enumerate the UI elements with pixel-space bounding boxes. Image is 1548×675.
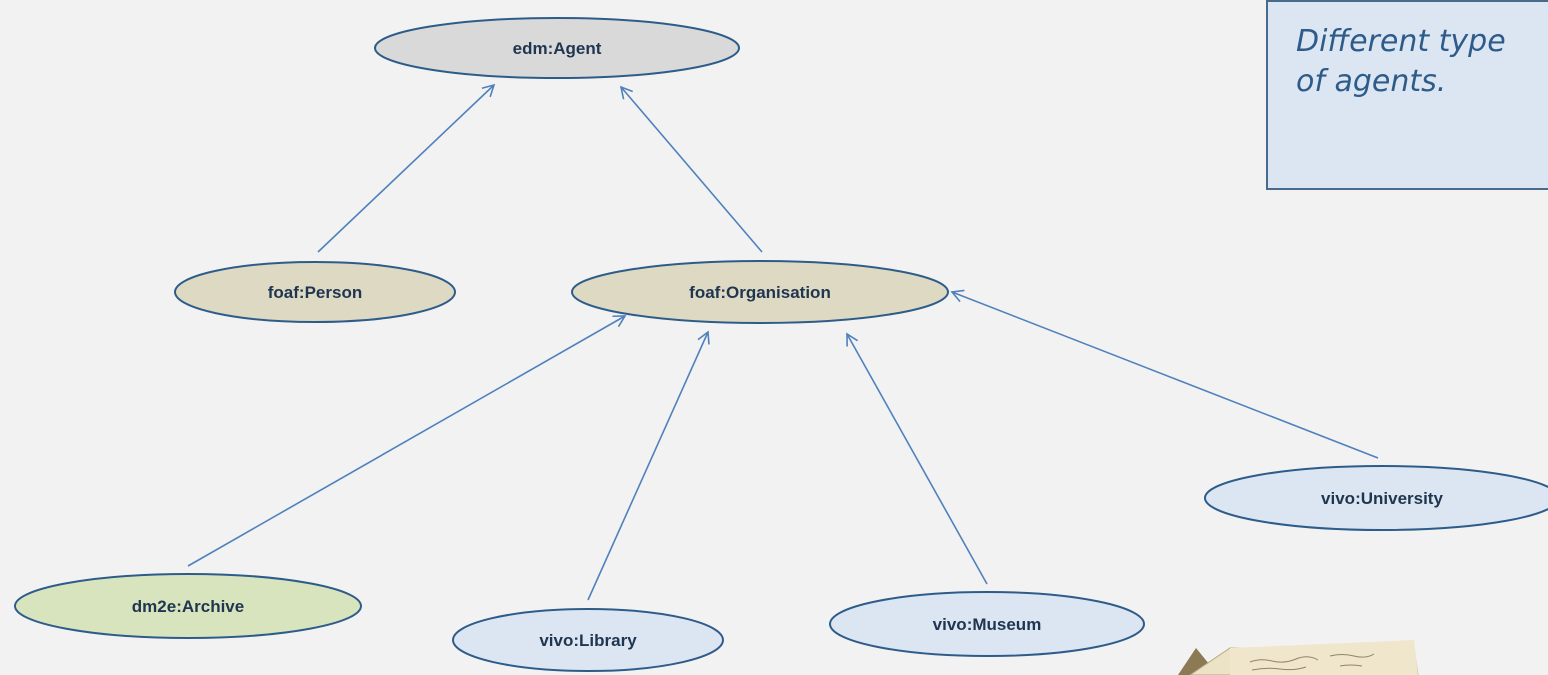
note-box: Different type of agents. <box>1266 0 1548 190</box>
node-label-foaf-organisation: foaf:Organisation <box>689 283 831 302</box>
edge-vivo-museum-to-foaf-organisation <box>846 332 988 585</box>
node-vivo-university: vivo:University <box>1204 465 1548 531</box>
edge-dm2e-archive-to-foaf-organisation <box>187 315 627 567</box>
nodes-layer: edm:Agent foaf:Person foaf:Organisation dm2… <box>14 17 1548 672</box>
node-label-foaf-person: foaf:Person <box>268 283 362 302</box>
note-line-2: of agents. <box>1296 64 1447 99</box>
node-shape-foaf-person <box>174 261 456 323</box>
node-shape-vivo-library <box>452 608 724 672</box>
node-foaf-organisation: foaf:Organisation <box>571 260 949 324</box>
node-shape-foaf-organisation <box>571 260 949 324</box>
node-label-vivo-library: vivo:Library <box>539 631 637 650</box>
edge-foaf-person-to-edm-agent <box>317 83 496 253</box>
node-shape-vivo-museum <box>829 591 1145 657</box>
node-label-vivo-university: vivo:University <box>1321 489 1443 508</box>
edges-layer <box>187 83 1379 601</box>
note-text: Different type of agents. <box>1296 22 1506 102</box>
note-line-1: Different type <box>1296 24 1506 59</box>
edge-vivo-library-to-foaf-organisation <box>587 330 710 601</box>
node-label-vivo-museum: vivo:Museum <box>933 615 1042 634</box>
node-vivo-library: vivo:Library <box>452 608 724 672</box>
node-shape-vivo-university <box>1204 465 1548 531</box>
manuscript-image <box>1178 640 1419 675</box>
node-edm-agent: edm:Agent <box>374 17 740 79</box>
node-shape-dm2e-archive <box>14 573 362 639</box>
node-shape-edm-agent <box>374 17 740 79</box>
edge-foaf-organisation-to-edm-agent <box>619 85 763 253</box>
node-foaf-person: foaf:Person <box>174 261 456 323</box>
edge-vivo-university-to-foaf-organisation <box>950 289 1379 459</box>
node-dm2e-archive: dm2e:Archive <box>14 573 362 639</box>
node-label-edm-agent: edm:Agent <box>513 39 602 58</box>
node-vivo-museum: vivo:Museum <box>829 591 1145 657</box>
node-label-dm2e-archive: dm2e:Archive <box>132 597 244 616</box>
